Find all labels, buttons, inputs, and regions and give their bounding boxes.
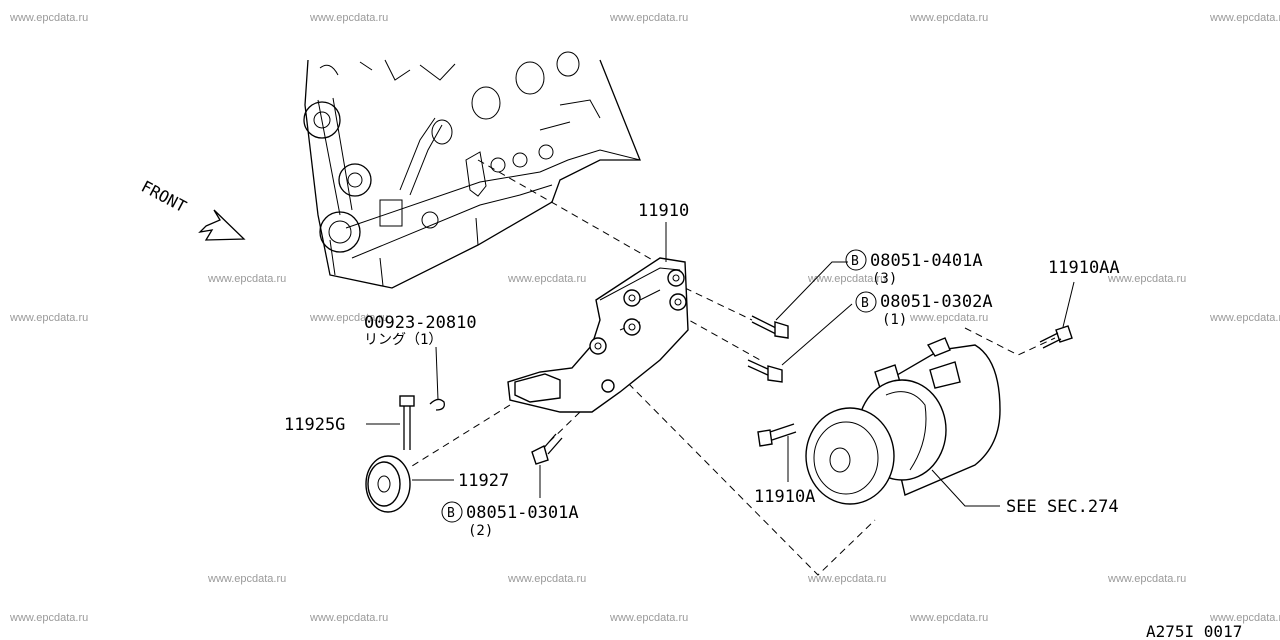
bolt-lower [531, 433, 563, 465]
b-circle-icon [855, 291, 877, 313]
bolt-comp [757, 423, 797, 447]
leader-lines [366, 222, 1075, 507]
watermark: www.epcdata.ru [609, 612, 688, 624]
watermark: www.epcdata.ru [609, 12, 688, 24]
watermark: www.epcdata.ru [1107, 573, 1186, 585]
compressor-bracket [507, 257, 689, 413]
diagram-code: A275I 0017 [1146, 622, 1242, 640]
callout-ring-code: 00923-20810 [364, 313, 477, 333]
idler-bolt [399, 395, 415, 450]
watermark: www.epcdata.ru [1209, 12, 1280, 24]
bolt-upper [751, 315, 789, 339]
b-circle-icon [441, 501, 463, 523]
watermark: www.epcdata.ru [1209, 612, 1280, 624]
callout-ring-name: リング（1） [364, 332, 442, 348]
watermark: www.epcdata.ru [807, 273, 886, 285]
ring [429, 398, 445, 411]
callout-bracket: 11910 [638, 201, 689, 221]
watermark: www.epcdata.ru [207, 573, 286, 585]
watermark: www.epcdata.ru [309, 12, 388, 24]
watermark: www.epcdata.ru [9, 12, 88, 24]
watermarks: www.epcdata.ru www.epcdata.ru www.epcdat… [9, 12, 1280, 624]
watermark: www.epcdata.ru [909, 312, 988, 324]
callout-bolt-mid-code: 08051-0302A [880, 292, 993, 312]
callout-see-sec: SEE SEC.274 [1006, 497, 1119, 517]
callout-idler-pulley: 11927 [458, 471, 509, 491]
watermark: www.epcdata.ru [507, 273, 586, 285]
watermark: www.epcdata.ru [9, 312, 88, 324]
watermark: www.epcdata.ru [309, 312, 388, 324]
callout-bolt-mid-circle: B [861, 296, 869, 311]
callout-bolt-comp: 11910A [754, 487, 815, 507]
watermark: www.epcdata.ru [207, 273, 286, 285]
callout-idler-bolt: 11925G [284, 415, 345, 435]
bolt-right [1039, 325, 1073, 349]
b-circle-icon [845, 249, 867, 271]
idler-pulley [365, 455, 411, 513]
callout-bolt-lower-qty: (2) [468, 523, 493, 539]
watermark: www.epcdata.ru [807, 573, 886, 585]
callout-bolt-lower-code: 08051-0301A [466, 503, 579, 523]
bolt-mid [747, 359, 783, 383]
engine-block [303, 51, 641, 289]
watermark: www.epcdata.ru [909, 612, 988, 624]
watermark: www.epcdata.ru [1107, 273, 1186, 285]
callout-bolt-right: 11910AA [1048, 258, 1120, 278]
watermark: www.epcdata.ru [909, 12, 988, 24]
callout-bolt-upper-code: 08051-0401A [870, 251, 983, 271]
callout-bolt-mid-qty: (1) [882, 312, 907, 328]
ac-compressor [805, 337, 1001, 505]
watermark: www.epcdata.ru [507, 573, 586, 585]
callout-bolt-upper-circle: B [851, 254, 859, 269]
watermark: www.epcdata.ru [1209, 312, 1280, 324]
callouts: 11910 B 08051-0401A (3) B 08051-0302A (1… [284, 201, 1120, 539]
watermark: www.epcdata.ru [309, 612, 388, 624]
front-arrow-icon [198, 209, 246, 241]
callout-bolt-lower-circle: B [447, 506, 455, 521]
watermark: www.epcdata.ru [9, 612, 88, 624]
callout-bolt-upper-qty: (3) [872, 271, 897, 287]
front-label: FRONT [138, 177, 190, 217]
front-indicator: FRONT [138, 177, 246, 241]
